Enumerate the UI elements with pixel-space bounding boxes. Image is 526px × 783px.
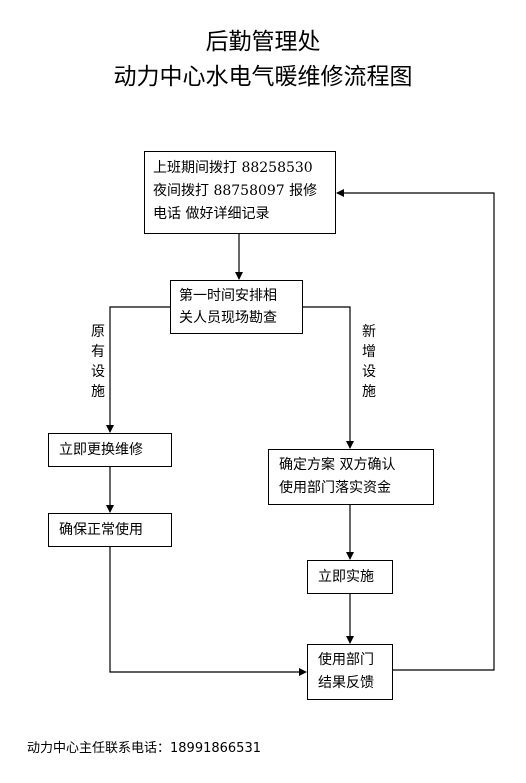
step-report-line-2: 夜间拨打 88758097 报修 <box>153 183 318 199</box>
contact-footer: 动力中心主任联系电话：18991866531 <box>27 741 261 756</box>
arrow-feedback-to-report <box>336 189 495 671</box>
arrow-survey-to-plan <box>303 306 354 449</box>
page-title: 后勤管理处 <box>205 29 321 55</box>
step-replace-label: 立即更换维修 <box>59 442 143 458</box>
step-survey-line-1: 第一时间安排相 <box>179 288 277 304</box>
step-survey-box: 第一时间安排相 关人员现场勘查 <box>170 280 303 334</box>
step-report-line-3: 电话 做好详细记录 <box>153 206 270 222</box>
step-plan-line-1: 确定方案 双方确认 <box>279 457 396 473</box>
step-report-line-1: 上班期间拨打 88258530 <box>153 160 313 176</box>
arrow-survey-to-replace <box>106 306 170 433</box>
step-ensure-label: 确保正常使用 <box>59 522 143 538</box>
flowchart-title: 动力中心水电气暖维修流程图 <box>113 64 413 90</box>
step-ensure-box: 确保正常使用 <box>48 513 172 547</box>
step-report-box: 上班期间拨打 88258530 夜间拨打 88758097 报修 电话 做好详细… <box>144 151 336 234</box>
branch-label-new: 新 增 设 施 <box>362 324 376 400</box>
step-survey-line-2: 关人员现场勘查 <box>179 310 277 326</box>
step-replace-box: 立即更换维修 <box>48 433 172 467</box>
step-implement-box: 立即实施 <box>307 560 393 594</box>
step-plan-line-2: 使用部门落实资金 <box>279 480 391 496</box>
step-implement-label: 立即实施 <box>318 569 374 585</box>
step-plan-box: 确定方案 双方确认 使用部门落实资金 <box>268 449 434 505</box>
step-feedback-line-2: 结果反馈 <box>318 675 374 691</box>
step-feedback-line-1: 使用部门 <box>318 652 374 668</box>
branch-label-existing: 原 有 设 施 <box>91 324 105 400</box>
arrow-ensure-to-feedback <box>109 547 307 676</box>
step-feedback-box: 使用部门 结果反馈 <box>307 644 393 700</box>
